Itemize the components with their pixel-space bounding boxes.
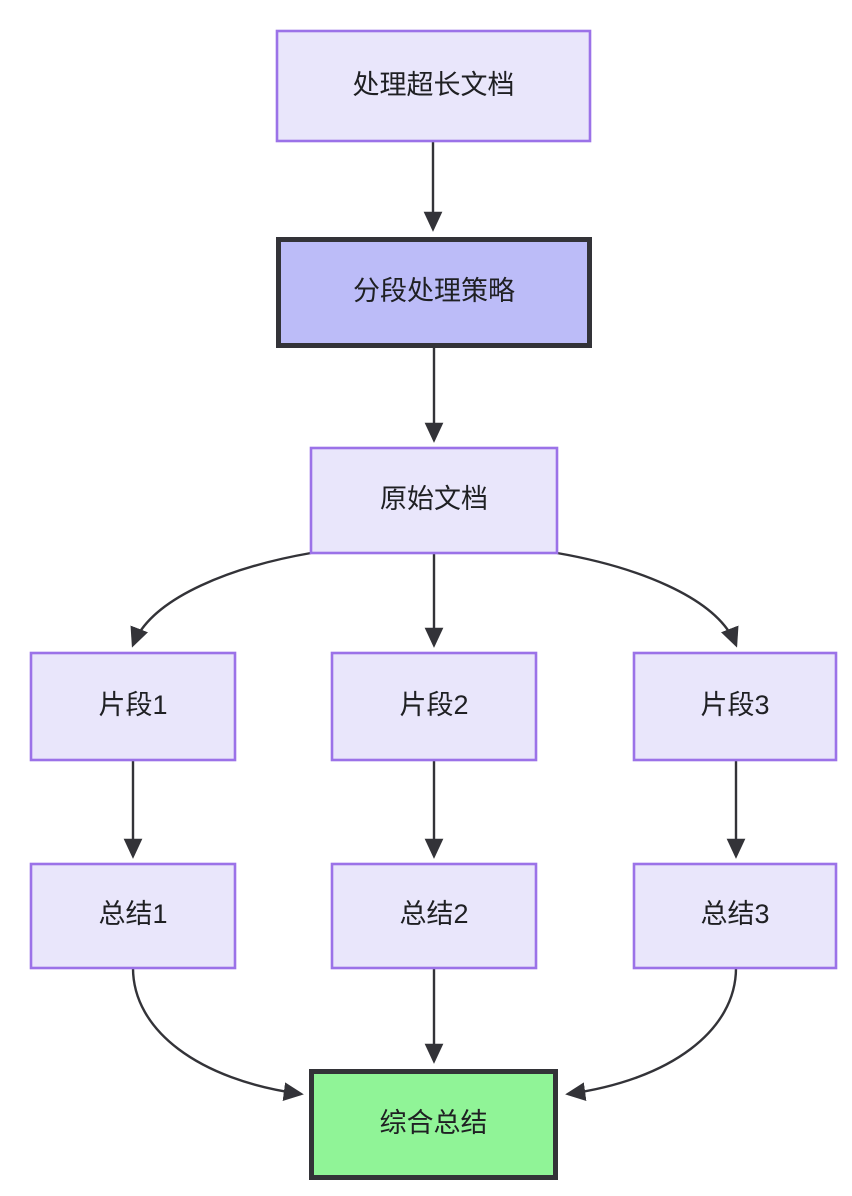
node-label: 片段2 bbox=[399, 690, 468, 720]
node-fragment-2[interactable]: 片段2 bbox=[330, 651, 538, 762]
node-label: 片段3 bbox=[700, 690, 769, 720]
node-summary-2[interactable]: 总结2 bbox=[330, 862, 538, 970]
edge-n7-n10 bbox=[131, 967, 304, 1101]
node-original-document[interactable]: 原始文档 bbox=[309, 446, 559, 555]
node-label: 片段1 bbox=[98, 690, 167, 720]
node-label: 分段处理策略 bbox=[353, 276, 515, 306]
edge-n3-n6 bbox=[556, 551, 739, 648]
node-chunking-strategy[interactable]: 分段处理策略 bbox=[276, 237, 592, 348]
node-label: 原始文档 bbox=[380, 484, 488, 514]
node-final-summary[interactable]: 综合总结 bbox=[309, 1069, 558, 1180]
node-label: 总结3 bbox=[700, 899, 769, 929]
node-label: 总结1 bbox=[98, 899, 167, 929]
node-label: 总结2 bbox=[399, 899, 468, 929]
edge-layer bbox=[123, 141, 746, 1101]
node-summary-3[interactable]: 总结3 bbox=[632, 862, 838, 970]
node-fragment-1[interactable]: 片段1 bbox=[29, 651, 237, 762]
edge-n9-n10 bbox=[565, 967, 738, 1101]
node-process-long-document[interactable]: 处理超长文档 bbox=[275, 29, 592, 143]
node-fragment-3[interactable]: 片段3 bbox=[632, 651, 838, 762]
node-label: 处理超长文档 bbox=[353, 70, 515, 100]
node-label: 综合总结 bbox=[380, 1108, 488, 1138]
edge-n3-n4 bbox=[130, 551, 312, 648]
node-summary-1[interactable]: 总结1 bbox=[29, 862, 237, 970]
